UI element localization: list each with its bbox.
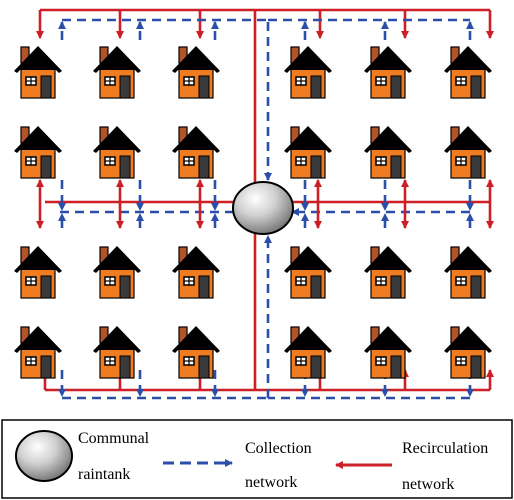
legend-recirculation-label-1: Recirculation xyxy=(402,440,488,457)
house-icon xyxy=(284,326,332,379)
house-icon xyxy=(172,326,220,379)
house-icon xyxy=(93,126,141,179)
house-icon xyxy=(172,126,220,179)
pipe-networks xyxy=(36,8,494,400)
legend-tank-label-1: Communal xyxy=(78,430,150,447)
legend-tank-icon xyxy=(15,430,73,482)
house-icon xyxy=(14,126,62,179)
house-icon xyxy=(444,46,492,99)
house-icon xyxy=(284,46,332,99)
house-icon xyxy=(93,326,141,379)
house-icon xyxy=(444,246,492,299)
house-icon xyxy=(364,126,412,179)
house-icon xyxy=(444,326,492,379)
house-icon xyxy=(93,46,141,99)
house-icon xyxy=(172,46,220,99)
house-grid xyxy=(14,46,492,379)
house-icon xyxy=(284,126,332,179)
house-icon xyxy=(14,246,62,299)
communal-raintank xyxy=(232,181,294,235)
legend-collection-label-2: network xyxy=(245,474,297,491)
house-icon xyxy=(444,126,492,179)
legend-box xyxy=(1,419,513,499)
house-icon xyxy=(284,246,332,299)
legend-collection-label-1: Collection xyxy=(245,440,312,457)
legend-recirculation-label-2: network xyxy=(402,476,454,493)
house-icon xyxy=(172,246,220,299)
house-icon xyxy=(364,246,412,299)
legend-tank-label-2: raintank xyxy=(78,466,130,483)
house-icon xyxy=(14,46,62,99)
legend: Communal raintank Collection network Rec… xyxy=(1,419,513,499)
house-icon xyxy=(14,326,62,379)
house-icon xyxy=(364,46,412,99)
house-icon xyxy=(364,326,412,379)
house-icon xyxy=(93,246,141,299)
